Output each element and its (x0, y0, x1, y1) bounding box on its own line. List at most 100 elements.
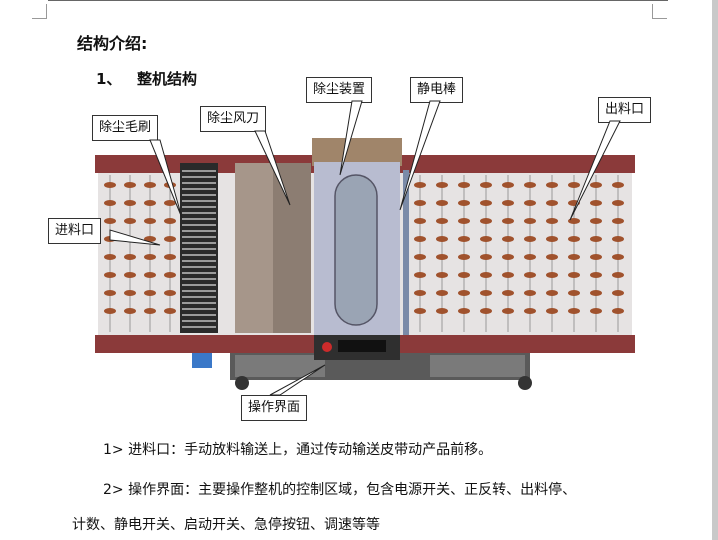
brush-bristle (182, 176, 216, 178)
roller-wheel (436, 182, 448, 188)
leader-outlet (569, 120, 621, 221)
roller-wheel (164, 200, 176, 206)
air-knife-panel-1 (235, 163, 273, 333)
roller-wheel (480, 254, 492, 260)
brush-bristle (182, 200, 216, 202)
roller-wheel (124, 308, 136, 314)
brush-bristle (182, 248, 216, 250)
roller-wheel (590, 182, 602, 188)
roller-wheel (144, 236, 156, 242)
roller-wheel (458, 218, 470, 224)
base-rail-left (235, 355, 325, 377)
brush-bristle (182, 206, 216, 208)
subsection-number: 1、 (96, 70, 122, 88)
roller-wheel (502, 236, 514, 242)
callout-inlet: 进料口 (48, 218, 102, 244)
roller-wheel (144, 272, 156, 278)
brush-bristle (182, 260, 216, 262)
roller-wheel (524, 308, 536, 314)
roller-wheel (612, 236, 624, 242)
brush-bristle (182, 212, 216, 214)
roller-wheel (590, 254, 602, 260)
roller-wheel (502, 272, 514, 278)
callout-dust-device: 除尘装置 (306, 77, 373, 103)
roller-wheel (124, 200, 136, 206)
brush-bristle (182, 320, 216, 322)
roller-wheel (502, 200, 514, 206)
paragraph-inlet: 1> 进料口：手动放料输送上，通过传动输送皮带动产品前移。 (103, 442, 493, 458)
brush-bristle (182, 224, 216, 226)
roller-wheel (458, 182, 470, 188)
roller-wheel (590, 200, 602, 206)
roller-wheel (164, 308, 176, 314)
roller-wheel (436, 200, 448, 206)
brush-bristle (182, 308, 216, 310)
roller-wheel (144, 254, 156, 260)
roller-wheel (124, 182, 136, 188)
roller-wheel (502, 182, 514, 188)
roller-wheel (590, 308, 602, 314)
roller-wheel (414, 290, 426, 296)
brush-bristles (182, 170, 216, 328)
leader-inlet (109, 229, 161, 246)
roller-wheel (524, 290, 536, 296)
roller-wheel (546, 272, 558, 278)
roller-wheel (144, 200, 156, 206)
brush-bristle (182, 290, 216, 292)
brush-bristle (182, 230, 216, 232)
callout-static-bar: 静电棒 (410, 77, 464, 103)
roller-wheel (458, 236, 470, 242)
roller-wheel (436, 236, 448, 242)
brush-bristle (182, 326, 216, 328)
roller-wheel (414, 200, 426, 206)
roller-wheel (104, 218, 116, 224)
roller-wheel (124, 290, 136, 296)
brush-bristle (182, 296, 216, 298)
brush-bristle (182, 242, 216, 244)
roller-wheel (568, 182, 580, 188)
callout-dust-brush: 除尘毛刷 (92, 115, 159, 141)
roller-wheel (480, 218, 492, 224)
roller-wheel (612, 290, 624, 296)
emergency-stop-knob (322, 342, 332, 352)
roller-wheel (104, 254, 116, 260)
roller-wheel (502, 308, 514, 314)
brush-bristle (182, 194, 216, 196)
conveyor-rollers (104, 175, 624, 332)
leader-dust-air-knife (254, 130, 291, 206)
roller-wheel (612, 272, 624, 278)
roller-wheel (502, 218, 514, 224)
dust-device-top (312, 138, 402, 166)
roller-wheel (414, 218, 426, 224)
roller-wheel (568, 290, 580, 296)
brush-bristle (182, 272, 216, 274)
roller-wheel (612, 182, 624, 188)
brush-bristle (182, 188, 216, 190)
leader-static-bar (399, 100, 441, 211)
corner-mark-right (652, 4, 667, 19)
roller-wheel (480, 308, 492, 314)
roller-wheel (458, 200, 470, 206)
roller-wheel (458, 290, 470, 296)
roller-wheel (480, 200, 492, 206)
roller-wheel (104, 200, 116, 206)
roller-wheel (546, 236, 558, 242)
roller-wheel (458, 272, 470, 278)
roller-wheel (612, 308, 624, 314)
roller-wheel (414, 308, 426, 314)
leader-dust-brush (149, 139, 183, 219)
roller-wheel (568, 218, 580, 224)
roller-wheel (414, 254, 426, 260)
leader-control-panel (269, 364, 326, 396)
dust-device-window (334, 174, 378, 326)
air-knife-panel-2 (273, 163, 311, 333)
brush-bristle (182, 314, 216, 316)
roller-wheel (590, 218, 602, 224)
brush-bristle (182, 170, 216, 172)
roller-wheel (104, 290, 116, 296)
callout-outlet: 出料口 (598, 97, 652, 123)
paragraph-control-panel: 2> 操作界面：主要操作整机的控制区域，包含电源开关、正反转、出料停、 (103, 482, 577, 498)
roller-wheel (436, 218, 448, 224)
roller-wheel (524, 254, 536, 260)
